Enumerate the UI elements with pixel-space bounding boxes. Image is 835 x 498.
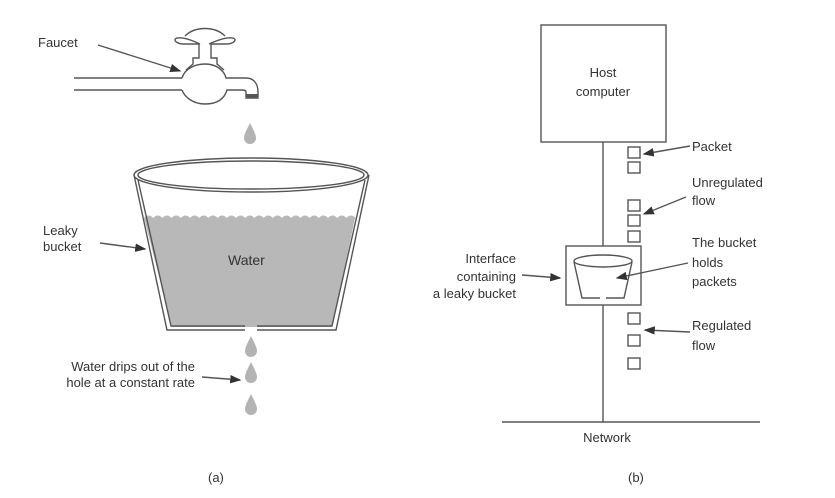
unregulated-label-line1: Unregulated <box>692 175 763 190</box>
unregulated-packets <box>627 146 641 243</box>
packet <box>627 334 641 347</box>
packet-label: Packet <box>692 139 732 154</box>
host-label-line2: computer <box>576 84 631 99</box>
caption-a: (a) <box>208 470 224 485</box>
packet <box>627 199 641 212</box>
bucket-holds-label-line3: packets <box>692 274 737 289</box>
water-drop <box>245 394 257 415</box>
host-computer-box <box>540 24 667 143</box>
packet <box>627 312 641 325</box>
interface-label-line1: Interface <box>465 251 516 266</box>
drips-label-line2: hole at a constant rate <box>66 375 195 390</box>
drips-label-line1: Water drips out of the <box>71 359 195 374</box>
water-drop <box>245 336 257 357</box>
regulated-label-line1: Regulated <box>692 318 751 333</box>
faucet-arrow <box>97 44 182 73</box>
unregulated-arrow <box>642 196 687 215</box>
water-label: Water <box>228 252 265 268</box>
packet-arrow <box>642 145 691 157</box>
interface-arrow <box>521 273 562 282</box>
host-label-line1: Host <box>590 65 617 80</box>
caption-b: (b) <box>628 470 644 485</box>
leaky-bucket <box>133 157 370 331</box>
leaky-bucket-arrow <box>99 242 147 252</box>
leaky-bucket-label-line2: bucket <box>43 239 82 254</box>
small-bucket-icon <box>573 254 633 299</box>
packet <box>627 214 641 227</box>
packet <box>627 146 641 159</box>
bucket-holds-label-line1: The bucket <box>692 235 757 250</box>
regulated-label-line2: flow <box>692 338 716 353</box>
regulated-packets <box>627 312 641 370</box>
regulated-arrow <box>643 326 691 335</box>
panel-a: Faucet Water Leaky bucket Water drips ou… <box>38 27 370 485</box>
water-drop <box>244 123 256 144</box>
interface-label-line3: a leaky bucket <box>433 286 516 301</box>
bucket-holds-label-line2: holds <box>692 255 724 270</box>
water-fill <box>144 215 356 327</box>
bucket-holds-arrow <box>615 262 689 281</box>
faucet-label: Faucet <box>38 35 78 50</box>
interface-label-line2: containing <box>457 269 516 284</box>
network-label: Network <box>583 430 631 445</box>
faucet-icon <box>74 27 259 105</box>
leaky-bucket-label-line1: Leaky <box>43 223 78 238</box>
water-drop <box>245 362 257 383</box>
packet <box>627 230 641 243</box>
panel-b: Host computer Network Packet <box>433 24 763 485</box>
packet <box>627 161 641 174</box>
unregulated-label-line2: flow <box>692 193 716 208</box>
drips-arrow <box>201 375 242 384</box>
packet <box>627 357 641 370</box>
